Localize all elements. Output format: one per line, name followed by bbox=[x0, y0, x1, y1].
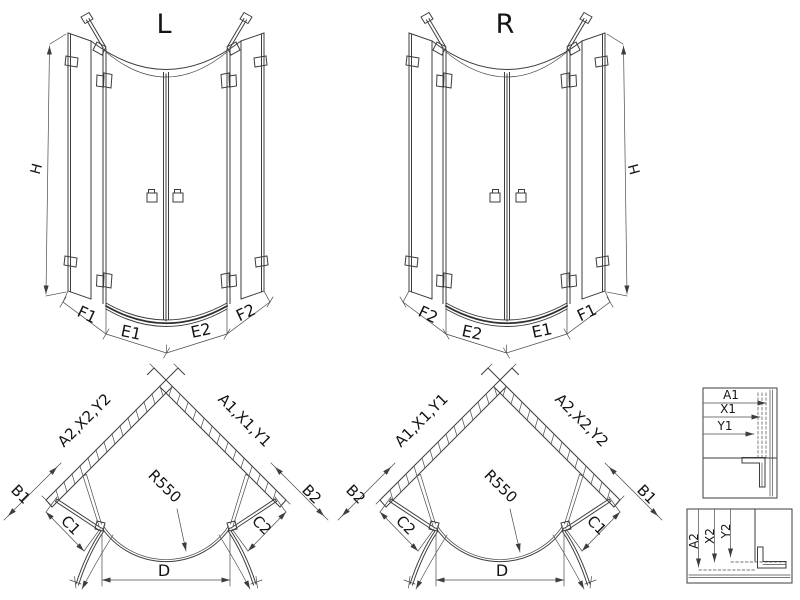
segment-dim-label: E2 bbox=[189, 319, 213, 342]
segment-dim-label: E1 bbox=[119, 321, 143, 344]
detail-dim-label: A2 bbox=[687, 533, 701, 549]
variant-title-right: R bbox=[496, 9, 515, 40]
glass-section-line bbox=[769, 389, 773, 497]
wall-dim-label: A2,X2,Y2 bbox=[551, 390, 612, 451]
outer-dim-label: B2 bbox=[342, 481, 369, 508]
adjustment-dashed-lines bbox=[698, 561, 787, 571]
glass-section-line bbox=[688, 574, 791, 578]
outer-dim-label: B1 bbox=[7, 481, 34, 508]
perspective-right-view: R H F2 E2 E1 F1 bbox=[400, 9, 644, 358]
radius-label: R550 bbox=[481, 466, 521, 506]
inner-dim-label: C1 bbox=[583, 512, 610, 539]
segment-dim-label: F2 bbox=[233, 300, 259, 325]
detail-box-top: A1 X1 Y1 bbox=[702, 387, 778, 499]
radius-leader bbox=[509, 508, 521, 553]
wall-profile-section bbox=[741, 457, 766, 488]
detail-dim-label: X2 bbox=[703, 528, 717, 544]
segment-dim-label: F1 bbox=[574, 300, 600, 325]
width-dim-label: D bbox=[158, 561, 170, 580]
radius-label: R550 bbox=[145, 466, 185, 506]
height-dim-label: H bbox=[626, 162, 644, 176]
inner-dim-label: C2 bbox=[248, 512, 275, 539]
wall-profile-section bbox=[757, 546, 787, 569]
width-dim-label: D bbox=[496, 561, 508, 580]
segment-dim-label: E1 bbox=[530, 319, 554, 342]
wall-dim-label: A1,X1,Y1 bbox=[214, 390, 275, 451]
plan-right-view: A1,X1,Y1 A2,X2,Y2 B2 C2 C1 B1 R550 D bbox=[338, 364, 662, 589]
segment-dim-label: F1 bbox=[74, 302, 100, 327]
detail-frame bbox=[686, 508, 793, 584]
detail-dim-label: A1 bbox=[723, 388, 739, 402]
wall-dim-label: A1,X1,Y1 bbox=[391, 390, 452, 451]
perspective-left-view: L H F1 E1 E2 F2 bbox=[28, 9, 273, 358]
detail-dim-label: Y2 bbox=[719, 524, 733, 540]
radius-leader bbox=[176, 508, 187, 552]
variant-title-left: L bbox=[156, 9, 171, 40]
inner-dim-label: C2 bbox=[392, 512, 419, 539]
outer-dim-label: B2 bbox=[298, 481, 325, 508]
inner-dim-label: C1 bbox=[57, 512, 84, 539]
wall-dim-label: A2,X2,Y2 bbox=[54, 390, 115, 451]
segment-dim-label: F2 bbox=[415, 302, 441, 327]
detail-dim-label: Y1 bbox=[717, 419, 733, 433]
plan-left-view: A2,X2,Y2 A1,X1,Y1 B1 C1 C2 B2 R550 D bbox=[4, 364, 328, 589]
detail-box-bottom: A2 X2 Y2 bbox=[686, 508, 793, 584]
detail-dim-label: X1 bbox=[720, 402, 736, 416]
height-dim-label: H bbox=[28, 162, 46, 176]
segment-dim-label: E2 bbox=[460, 321, 484, 344]
detail-frame bbox=[702, 387, 778, 499]
outer-dim-label: B1 bbox=[633, 481, 660, 508]
